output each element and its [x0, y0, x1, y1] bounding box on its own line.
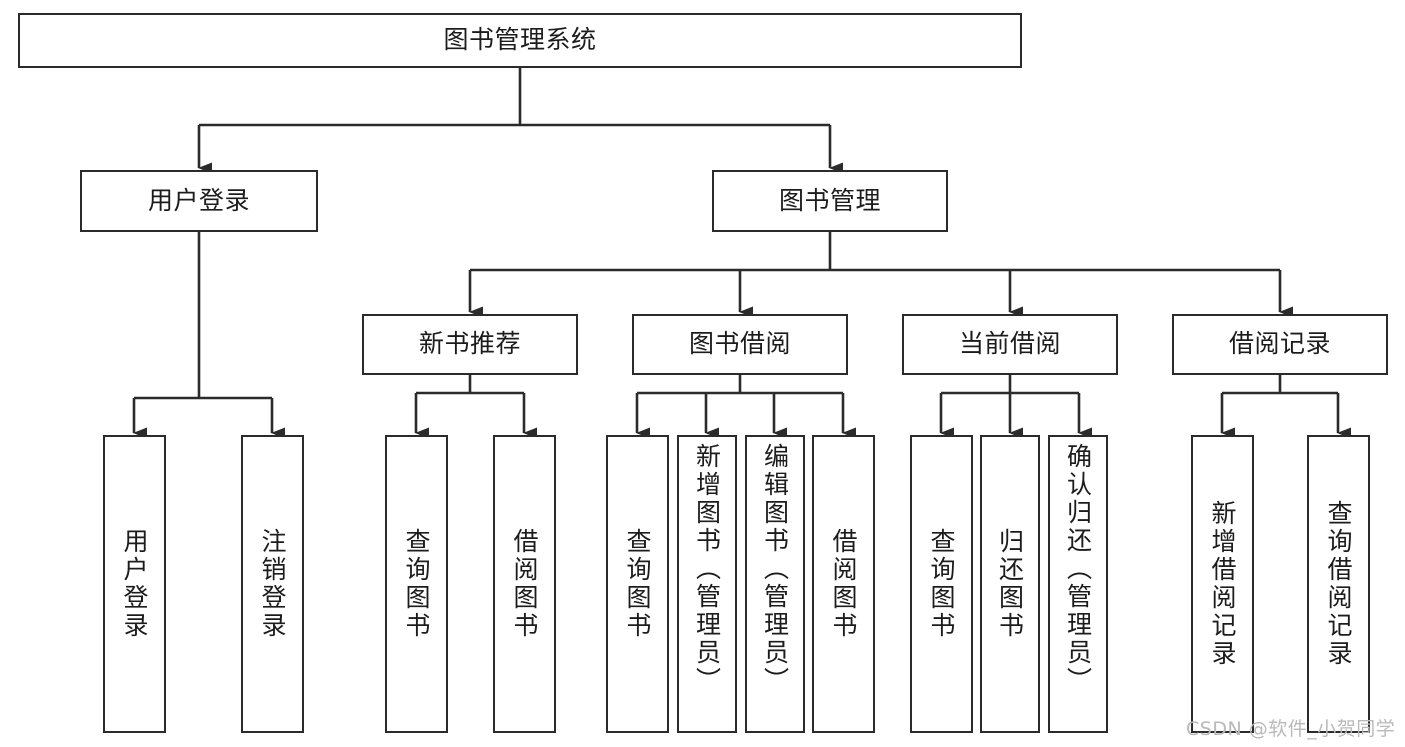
node-label: 新增图书（管理员） — [692, 443, 722, 695]
node-label: 查询借阅记录 — [1324, 500, 1353, 668]
node-label: 图书管理系统 — [443, 25, 597, 55]
leaf-add-borrow-record[interactable]: 新增借阅记录 — [1191, 435, 1254, 733]
node-label: 注销登录 — [258, 528, 287, 640]
node-user-login[interactable]: 用户登录 — [80, 170, 318, 232]
node-new-book-recommend[interactable]: 新书推荐 — [362, 314, 578, 375]
node-label: 查询图书 — [402, 528, 431, 640]
node-label: 编辑图书（管理员） — [760, 443, 790, 695]
node-label: 借阅图书 — [829, 528, 858, 640]
node-label: 借阅记录 — [1228, 329, 1331, 359]
node-label: 确认归还（管理员） — [1063, 443, 1093, 695]
leaf-add-book-admin[interactable]: 新增图书（管理员） — [677, 435, 737, 733]
node-label: 查询图书 — [623, 528, 652, 640]
leaf-query-borrow-record[interactable]: 查询借阅记录 — [1307, 435, 1370, 733]
node-label: 图书管理 — [778, 185, 881, 215]
node-label: 新增借阅记录 — [1208, 500, 1237, 668]
node-label: 图书借阅 — [688, 329, 791, 359]
node-book-management[interactable]: 图书管理 — [712, 170, 948, 232]
csdn-watermark: CSDN @软件_小贺同学 — [1186, 718, 1396, 740]
leaf-confirm-return-admin[interactable]: 确认归还（管理员） — [1048, 435, 1108, 733]
node-borrow-records[interactable]: 借阅记录 — [1172, 314, 1388, 375]
node-root-system[interactable]: 图书管理系统 — [18, 13, 1022, 68]
node-label: 新书推荐 — [418, 329, 521, 359]
leaf-borrow-book[interactable]: 借阅图书 — [812, 435, 875, 733]
leaf-logout[interactable]: 注销登录 — [241, 435, 304, 733]
node-book-borrow[interactable]: 图书借阅 — [632, 314, 848, 375]
node-label: 查询图书 — [927, 528, 956, 640]
leaf-return-book[interactable]: 归还图书 — [980, 435, 1040, 733]
node-label: 用户登录 — [147, 185, 250, 215]
leaf-query-book-borrow[interactable]: 查询图书 — [606, 435, 669, 733]
node-label: 借阅图书 — [510, 528, 539, 640]
node-label: 归还图书 — [995, 528, 1025, 640]
leaf-edit-book-admin[interactable]: 编辑图书（管理员） — [745, 435, 805, 733]
node-label: 当前借阅 — [958, 329, 1061, 359]
node-label: 用户登录 — [120, 528, 149, 640]
leaf-query-book-new[interactable]: 查询图书 — [385, 435, 448, 733]
leaf-borrow-book-new[interactable]: 借阅图书 — [493, 435, 556, 733]
node-current-borrow[interactable]: 当前借阅 — [902, 314, 1118, 375]
leaf-query-book-current[interactable]: 查询图书 — [910, 435, 973, 733]
leaf-user-login[interactable]: 用户登录 — [103, 435, 166, 733]
